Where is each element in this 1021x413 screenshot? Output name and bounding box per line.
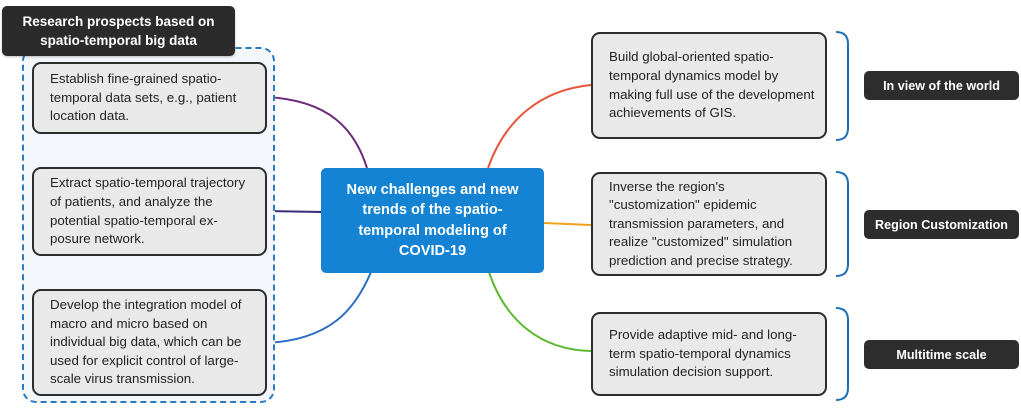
central-topic: New challenges and new trends of the spa… [321, 168, 544, 273]
left-group-title: Research prospects based on spatio-tempo… [2, 6, 235, 56]
bracket-3 [835, 307, 849, 401]
tag-region-customization: Region Customization [864, 210, 1019, 239]
link-left-1 [265, 96, 368, 169]
right-item-1: Build global-oriented spatio-temporal dy… [591, 32, 827, 139]
link-right-2 [543, 222, 592, 226]
left-item-1: Establish fine-grained spatio-temporal d… [32, 62, 267, 134]
right-item-3: Provide adaptive mid- and long-term spat… [591, 312, 827, 396]
left-item-2: Extract spatio-temporal trajectory of pa… [32, 167, 267, 256]
link-right-3 [488, 271, 592, 352]
left-item-3: Develop the integration model of macro a… [32, 289, 267, 396]
link-left-2 [265, 210, 323, 213]
bracket-2 [835, 171, 849, 277]
link-left-3 [265, 271, 372, 344]
tag-in-view-of-the-world: In view of the world [864, 71, 1019, 100]
right-item-2: Inverse the region's "customization" epi… [591, 172, 827, 276]
tag-multitime-scale: Multitime scale [864, 340, 1019, 369]
link-right-1 [487, 84, 592, 169]
bracket-1 [835, 31, 849, 141]
